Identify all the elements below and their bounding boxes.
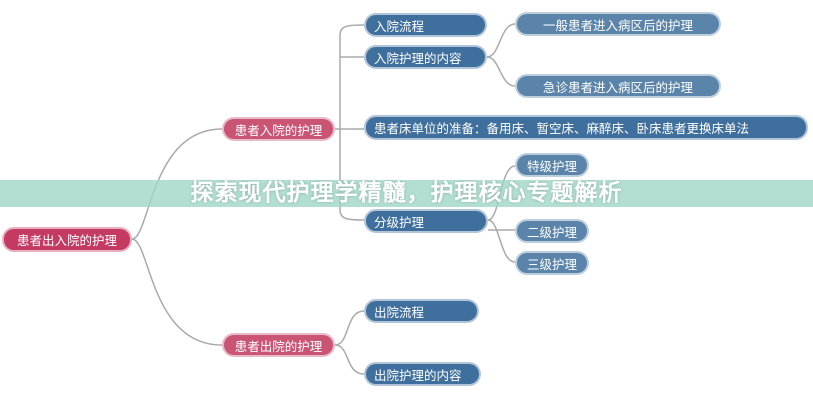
discharge-process-node[interactable]: 出院流程 [364, 299, 479, 323]
general-patient-node[interactable]: 一般患者进入病区后的护理 [515, 12, 721, 36]
nursing-level-node[interactable]: 分级护理 [364, 209, 488, 233]
emergency-patient-node[interactable]: 急诊患者进入病区后的护理 [515, 74, 721, 98]
title-banner: 探索现代护理学精髓，护理核心专题解析 [0, 180, 813, 207]
admission-node[interactable]: 患者入院的护理 [222, 117, 335, 141]
admission-content-node[interactable]: 入院护理的内容 [364, 45, 487, 69]
special-level-node[interactable]: 特级护理 [515, 153, 589, 177]
admission-process-node[interactable]: 入院流程 [364, 13, 487, 37]
root-node[interactable]: 患者出入院的护理 [2, 227, 132, 252]
second-level-node[interactable]: 二级护理 [515, 219, 589, 243]
discharge-content-node[interactable]: 出院护理的内容 [364, 362, 481, 386]
bed-preparation-node[interactable]: 患者床单位的准备：备用床、暂空床、麻醉床、卧床患者更换床单法 [364, 115, 808, 140]
banner-title: 探索现代护理学精髓，护理核心专题解析 [190, 180, 623, 206]
discharge-node[interactable]: 患者出院的护理 [222, 333, 335, 357]
third-level-node[interactable]: 三级护理 [515, 251, 589, 275]
